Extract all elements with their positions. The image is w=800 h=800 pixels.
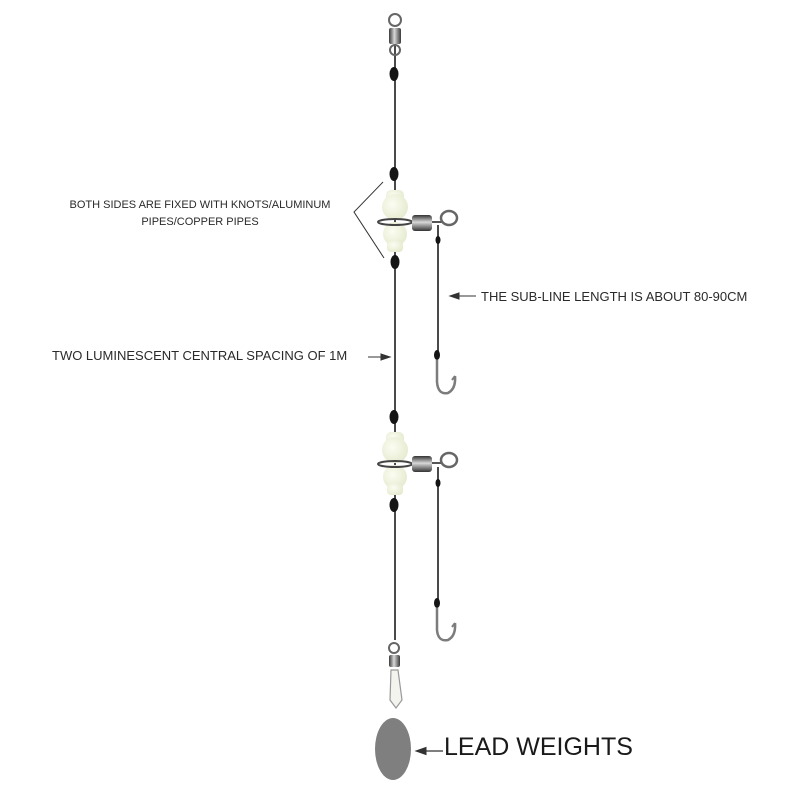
- annotation-pointers: [353, 181, 476, 756]
- label-sub-line-length: THE SUB-LINE LENGTH IS ABOUT 80-90CM: [481, 289, 748, 304]
- luminous-bead-icon: [377, 410, 413, 512]
- swivel-icon: [412, 451, 459, 472]
- hook-icon: [435, 360, 457, 395]
- branch-line-upper: [434, 225, 441, 360]
- label-both-sides-fixed: BOTH SIDES ARE FIXED WITH KNOTS/ALUMINUM…: [69, 199, 331, 228]
- branch-line-lower: [434, 467, 441, 608]
- swivel-icon: [388, 13, 402, 81]
- sinker-icon: [375, 718, 411, 780]
- swivel-icon: [412, 209, 459, 231]
- hook-icon: [435, 608, 457, 642]
- label-lead-weights: LEAD WEIGHTS: [444, 733, 633, 761]
- snap-swivel-icon: [388, 642, 403, 709]
- label-luminescent-spacing: TWO LUMINESCENT CENTRAL SPACING OF 1M: [52, 348, 348, 363]
- luminous-bead-icon: [377, 167, 413, 269]
